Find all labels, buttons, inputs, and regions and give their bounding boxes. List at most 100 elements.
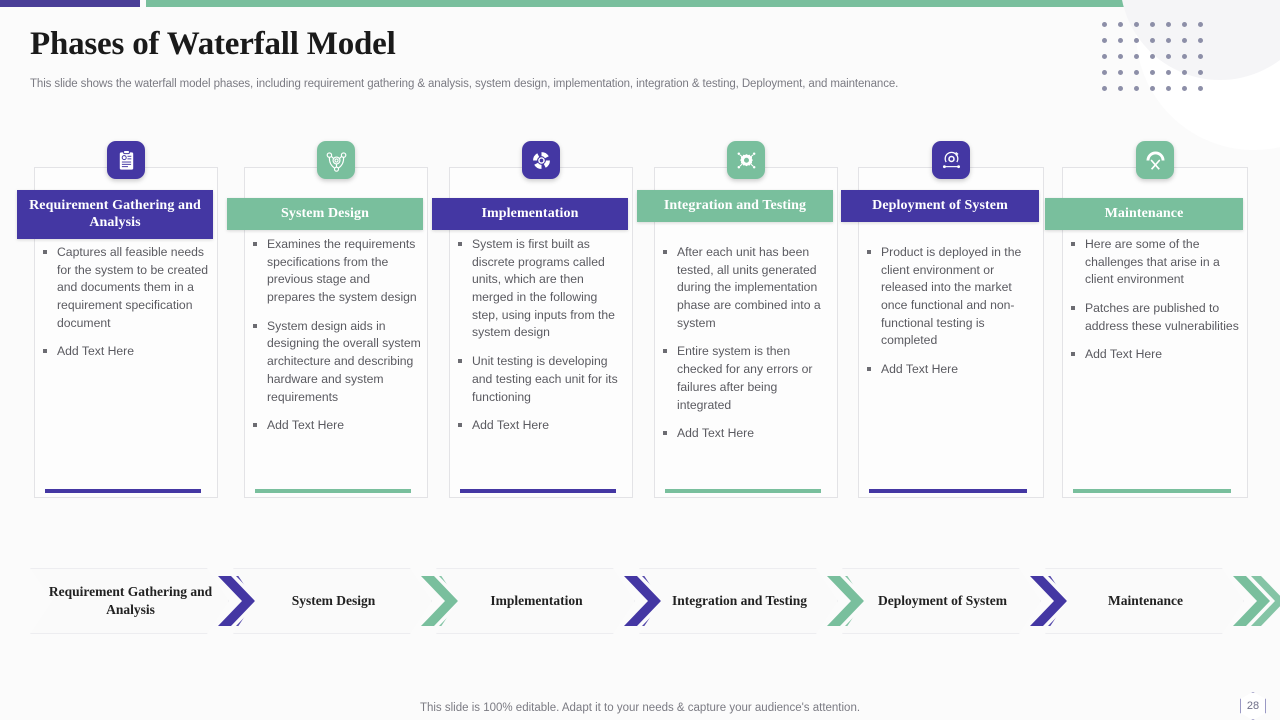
phase-bullet-list: Here are some of the challenges that ari… [1067, 236, 1241, 364]
phase-card-body: After each unit has been tested, all uni… [659, 244, 831, 454]
grid-dot [1198, 70, 1203, 75]
phase-card-title: System Design [227, 198, 423, 231]
phase-bullet-item: Add Text Here [249, 417, 421, 435]
flow-step-plate [30, 568, 229, 634]
grid-dot [1182, 38, 1187, 43]
phase-bullet-item: Here are some of the challenges that ari… [1067, 236, 1241, 289]
page-title: Phases of Waterfall Model [30, 26, 396, 62]
grid-dot [1150, 54, 1155, 59]
flow-chevron-arrow-icon [1231, 574, 1280, 628]
grid-dot [1102, 38, 1107, 43]
phase-card-body: System is first built as discrete progra… [454, 236, 626, 446]
flow-step[interactable]: Maintenance [1045, 568, 1280, 634]
phase-card-title: Maintenance [1045, 198, 1243, 231]
flow-step-plate [639, 568, 838, 634]
gear-tools-icon [1136, 141, 1174, 179]
flow-step-plate [842, 568, 1041, 634]
gear-network-icon [727, 141, 765, 179]
phase-bullet-item: Add Text Here [1067, 346, 1241, 364]
phase-card-accent-bar [869, 489, 1027, 493]
phase-card-accent-bar [460, 489, 616, 493]
phase-card-accent-bar [45, 489, 201, 493]
phase-card-title: Deployment of System [841, 190, 1039, 223]
network-nodes-icon [317, 141, 355, 179]
grid-dot [1134, 38, 1139, 43]
flow-step-plate [436, 568, 635, 634]
phase-bullet-list: Captures all feasible needs for the syst… [39, 244, 211, 361]
phase-card-body: Product is deployed in the client enviro… [863, 244, 1037, 390]
grid-dot [1118, 54, 1123, 59]
grid-dot [1198, 86, 1203, 91]
flow-step-label: Maintenance [1108, 593, 1183, 609]
flow-step-label: Integration and Testing [671, 593, 808, 609]
grid-dot [1134, 54, 1139, 59]
grid-dot [1198, 54, 1203, 59]
grid-dot [1134, 22, 1139, 27]
grid-dot [1118, 22, 1123, 27]
flow-step[interactable]: Integration and Testing [639, 568, 890, 634]
phase-bullet-item: Patches are published to address these v… [1067, 300, 1241, 335]
grid-dot [1102, 22, 1107, 27]
top-accent-segment-purple [0, 0, 140, 7]
top-accent-bar [0, 0, 1280, 7]
grid-dot [1118, 70, 1123, 75]
grid-dot [1166, 22, 1171, 27]
flow-step[interactable]: Deployment of System [842, 568, 1093, 634]
dot-grid-decoration [1102, 22, 1214, 102]
phase-card-accent-bar [255, 489, 411, 493]
grid-dot [1166, 70, 1171, 75]
phase-card-accent-bar [665, 489, 821, 493]
phase-card-title: Implementation [432, 198, 628, 231]
flow-step-label: Deployment of System [878, 593, 1007, 609]
phase-bullet-list: Examines the requirements specifications… [249, 236, 421, 435]
grid-dot [1182, 86, 1187, 91]
phase-bullet-item: After each unit has been tested, all uni… [659, 244, 831, 332]
grid-dot [1150, 22, 1155, 27]
phase-bullet-item: Add Text Here [454, 417, 626, 435]
page-subtitle: This slide shows the waterfall model pha… [30, 78, 899, 90]
phase-bullet-item: Examines the requirements specifications… [249, 236, 421, 307]
phase-bullet-list: System is first built as discrete progra… [454, 236, 626, 435]
grid-dot [1102, 86, 1107, 91]
deploy-target-icon [932, 141, 970, 179]
flow-step-label: Requirement Gathering and Analysis [48, 584, 213, 617]
phase-card-body: Here are some of the challenges that ari… [1067, 236, 1241, 375]
page-number-label: 28 [1246, 700, 1260, 712]
grid-dot [1118, 38, 1123, 43]
grid-dot [1150, 38, 1155, 43]
phase-bullet-list: Product is deployed in the client enviro… [863, 244, 1037, 379]
grid-dot [1182, 22, 1187, 27]
flow-step-plate [233, 568, 432, 634]
grid-dot [1182, 70, 1187, 75]
footer-note: This slide is 100% editable. Adapt it to… [419, 702, 861, 714]
flow-step-label: System Design [291, 593, 376, 609]
phase-card-body: Examines the requirements specifications… [249, 236, 421, 446]
phase-flow-chevrons: Requirement Gathering and Analysis System… [30, 568, 1280, 634]
grid-dot [1198, 22, 1203, 27]
phase-bullet-item: System design aids in designing the over… [249, 318, 421, 406]
grid-dot [1166, 86, 1171, 91]
phase-bullet-item: Captures all feasible needs for the syst… [39, 244, 211, 332]
phase-card-body: Captures all feasible needs for the syst… [39, 244, 211, 372]
grid-dot [1182, 54, 1187, 59]
grid-dot [1102, 70, 1107, 75]
grid-dot [1166, 54, 1171, 59]
grid-dot [1134, 86, 1139, 91]
grid-dot [1150, 70, 1155, 75]
grid-dot [1150, 86, 1155, 91]
phase-card-title: Requirement Gathering and Analysis [17, 190, 213, 240]
grid-dot [1134, 70, 1139, 75]
grid-dot [1198, 38, 1203, 43]
phase-bullet-item: Entire system is then checked for any er… [659, 343, 831, 414]
phase-bullet-item: System is first built as discrete progra… [454, 236, 626, 342]
phase-bullet-item: Product is deployed in the client enviro… [863, 244, 1037, 350]
grid-dot [1118, 86, 1123, 91]
